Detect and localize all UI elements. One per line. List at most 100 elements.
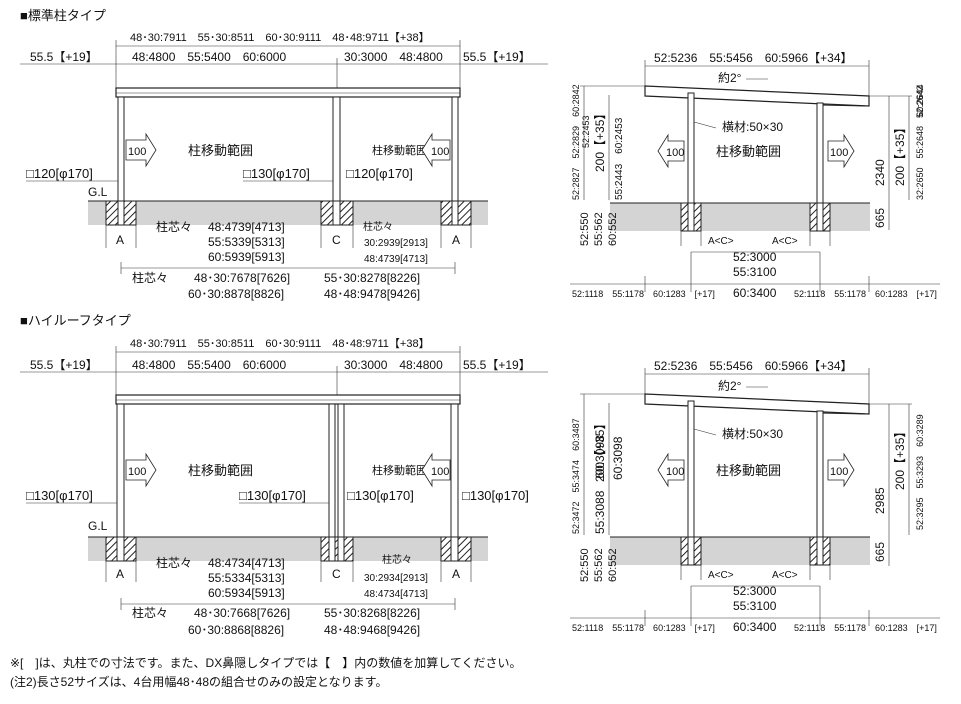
post-label-mid-standard: □130[φ170] <box>243 166 310 181</box>
section-title-high: ■ハイルーフタイプ <box>20 313 131 328</box>
post-4-high <box>450 403 459 538</box>
inner-55-side-standard: 55:3100 <box>733 265 777 279</box>
svg-text:100: 100 <box>666 466 684 478</box>
top-dims-high: 48･30:7911 55･30:8511 60･30:9111 48･48:9… <box>130 337 430 350</box>
span-1-standard: 48･30:7678[7626] <box>194 271 290 285</box>
center-48-high: 48:4734[4713] <box>208 556 285 570</box>
range-label-right-standard: 柱移動範囲 <box>372 143 427 157</box>
post-left-standard <box>117 96 125 202</box>
range-label-side-standard: 柱移動範囲 <box>716 144 781 159</box>
right-vert-3-side-standard: 32:2650 55:2648 60:2644 <box>915 84 925 200</box>
right-vert-3-side-high: 52:3295 55:3293 60:3289 <box>915 414 925 530</box>
span-prefix-high: 柱芯々 <box>132 605 168 620</box>
left-vert-1-side-high: 52:3472 55:3474 60:3487 <box>571 418 581 534</box>
center-right-48-high: 48:4734[4713] <box>364 589 428 600</box>
beam-side-standard: 横材:50×30 <box>722 120 783 134</box>
marker-a-right-high: A <box>452 567 460 581</box>
span-prefix-standard: 柱芯々 <box>132 270 168 285</box>
center-55-high: 55:5334[5313] <box>208 571 285 585</box>
range-label-right-high: 柱移動範囲 <box>372 463 427 477</box>
ac-left-side-standard: A<C> <box>708 236 734 247</box>
section-title-standard: ■標準柱タイプ <box>20 8 106 23</box>
span-3-high: 60･30:8868[8826] <box>188 623 284 637</box>
left-vert-3-side-standard: 52:2453 <box>581 115 591 148</box>
slope-side-high: 約2° <box>718 378 742 393</box>
inner-60-side-high: 60:3400 <box>733 620 777 634</box>
depth-55-side-standard: 55:562 <box>593 212 605 246</box>
span-2-high: 55･30:8268[8226] <box>324 606 420 620</box>
right-vert-1-side-standard: 2340 <box>873 159 887 186</box>
gl-label-standard: G.L <box>88 185 108 199</box>
side-view-standard: 52:5236 55:5456 60:5966【+34】 約2° 横材:50×3… <box>570 51 940 300</box>
post-2-high <box>328 403 336 538</box>
arrow-left-icon: 100 <box>421 132 451 168</box>
inner-52-side-standard: 52:3000 <box>733 250 777 264</box>
arrow-left-icon: 100 <box>657 452 685 488</box>
center-48-standard: 48:4739[4713] <box>208 220 285 234</box>
gl-label-high: G.L <box>88 519 108 533</box>
post-right-standard <box>451 96 459 202</box>
depth-60-side-high: 60:552 <box>607 548 619 582</box>
bottom-left-side-high: 52:1118 55:1178 60:1283 [+17] <box>572 623 715 633</box>
post-label-left-standard: □120[φ170] <box>26 166 93 181</box>
range-label-side-high: 柱移動範囲 <box>716 463 781 478</box>
depth-55-side-high: 55:562 <box>593 548 605 582</box>
range-label-left-standard: 柱移動範囲 <box>188 143 253 158</box>
span-4-standard: 48･48:9478[9426] <box>324 287 420 301</box>
marker-a-left-high: A <box>116 567 124 581</box>
span-1-high: 48･30:7668[7626] <box>194 606 290 620</box>
ac-right-side-high: A<C> <box>772 570 798 581</box>
footing-side-high: 665 <box>873 542 887 562</box>
bottom-right-side-high: 52:1118 55:1178 60:1283 [+17] <box>794 623 937 633</box>
marker-a-right-standard: A <box>452 233 460 247</box>
right-vert-1-side-high: 2985 <box>873 487 887 514</box>
note-1: ※[ ]は、丸柱での寸法です。また、DX鼻隠しタイプでは【 】内の数値を加算して… <box>10 655 521 670</box>
top-dims-standard: 48･30:7911 55･30:8511 60･30:9111 48･48:9… <box>130 31 430 44</box>
footing-side-standard: 665 <box>873 208 887 228</box>
post-label-1-high: □130[φ170] <box>26 488 93 503</box>
marker-c-high: C <box>332 567 341 581</box>
bottom-left-side-standard: 52:1118 55:1178 60:1283 [+17] <box>572 289 715 299</box>
bottom-right-side-standard: 52:1118 55:1178 60:1283 [+17] <box>794 289 937 299</box>
post-label-3-high: □130[φ170] <box>347 488 414 503</box>
post-1-high <box>116 403 125 538</box>
svg-text:100: 100 <box>666 147 684 159</box>
overhang-left-high: 55.5【+19】 <box>30 358 98 372</box>
arrow-left-icon: 100 <box>657 133 685 169</box>
center-right-30-high: 30:2934[2913] <box>364 573 428 584</box>
inner-55-side-high: 55:3100 <box>733 599 777 613</box>
span-3-standard: 60･30:8878[8826] <box>188 287 284 301</box>
center-right-prefix-standard: 柱芯々 <box>363 220 393 233</box>
center-55-standard: 55:5339[5313] <box>208 235 285 249</box>
center-60-standard: 60:5939[5913] <box>208 250 285 264</box>
width-right-high: 30:3000 48:4800 <box>344 358 443 372</box>
left-vert-3-side-high: 60:3098 <box>611 436 625 480</box>
span-4-high: 48･48:9468[9426] <box>324 623 420 637</box>
marker-c-standard: C <box>332 233 341 247</box>
post-label-2-high: □130[φ170] <box>239 488 306 503</box>
inner-52-side-high: 52:3000 <box>733 584 777 598</box>
marker-a-left-standard: A <box>116 233 124 247</box>
post-label-4-high: □130[φ170] <box>462 488 529 503</box>
overhang-right-high: 55.5【+19】 <box>463 358 531 372</box>
left-vert-2-side-standard: 200【+35】 <box>593 108 607 172</box>
beam-side-high: 横材:50×30 <box>722 427 783 441</box>
center-prefix-standard: 柱芯々 <box>156 219 192 234</box>
center-prefix-high: 柱芯々 <box>156 555 192 570</box>
right-vert-4-side-standard: 52:2642 <box>915 85 925 118</box>
top-width-side-high: 52:5236 55:5456 60:5966【+34】 <box>654 359 853 373</box>
left-vert-2-side-high: 200【+35】 <box>593 418 607 482</box>
center-right-prefix-high: 柱芯々 <box>382 553 412 566</box>
arrow-right-icon: 100 <box>827 452 855 488</box>
span-2-standard: 55･30:8278[8226] <box>324 271 420 285</box>
arrow-right-icon: 100 <box>827 133 855 169</box>
arrow-left-icon: 100 <box>421 452 451 488</box>
left-vert-1-side-standard: 52:2827 52:2829 60:2842 <box>571 84 581 200</box>
note-2: (注2)長さ52サイズは、4台用幅48･48の組合せのみの設定となります。 <box>10 674 387 689</box>
width-right-standard: 30:3000 48:4800 <box>344 50 443 64</box>
post-3-high <box>337 403 345 538</box>
overhang-right-standard: 55.5【+19】 <box>463 50 531 64</box>
arrow-right-icon: 100 <box>125 132 157 168</box>
svg-text:100: 100 <box>431 466 449 478</box>
